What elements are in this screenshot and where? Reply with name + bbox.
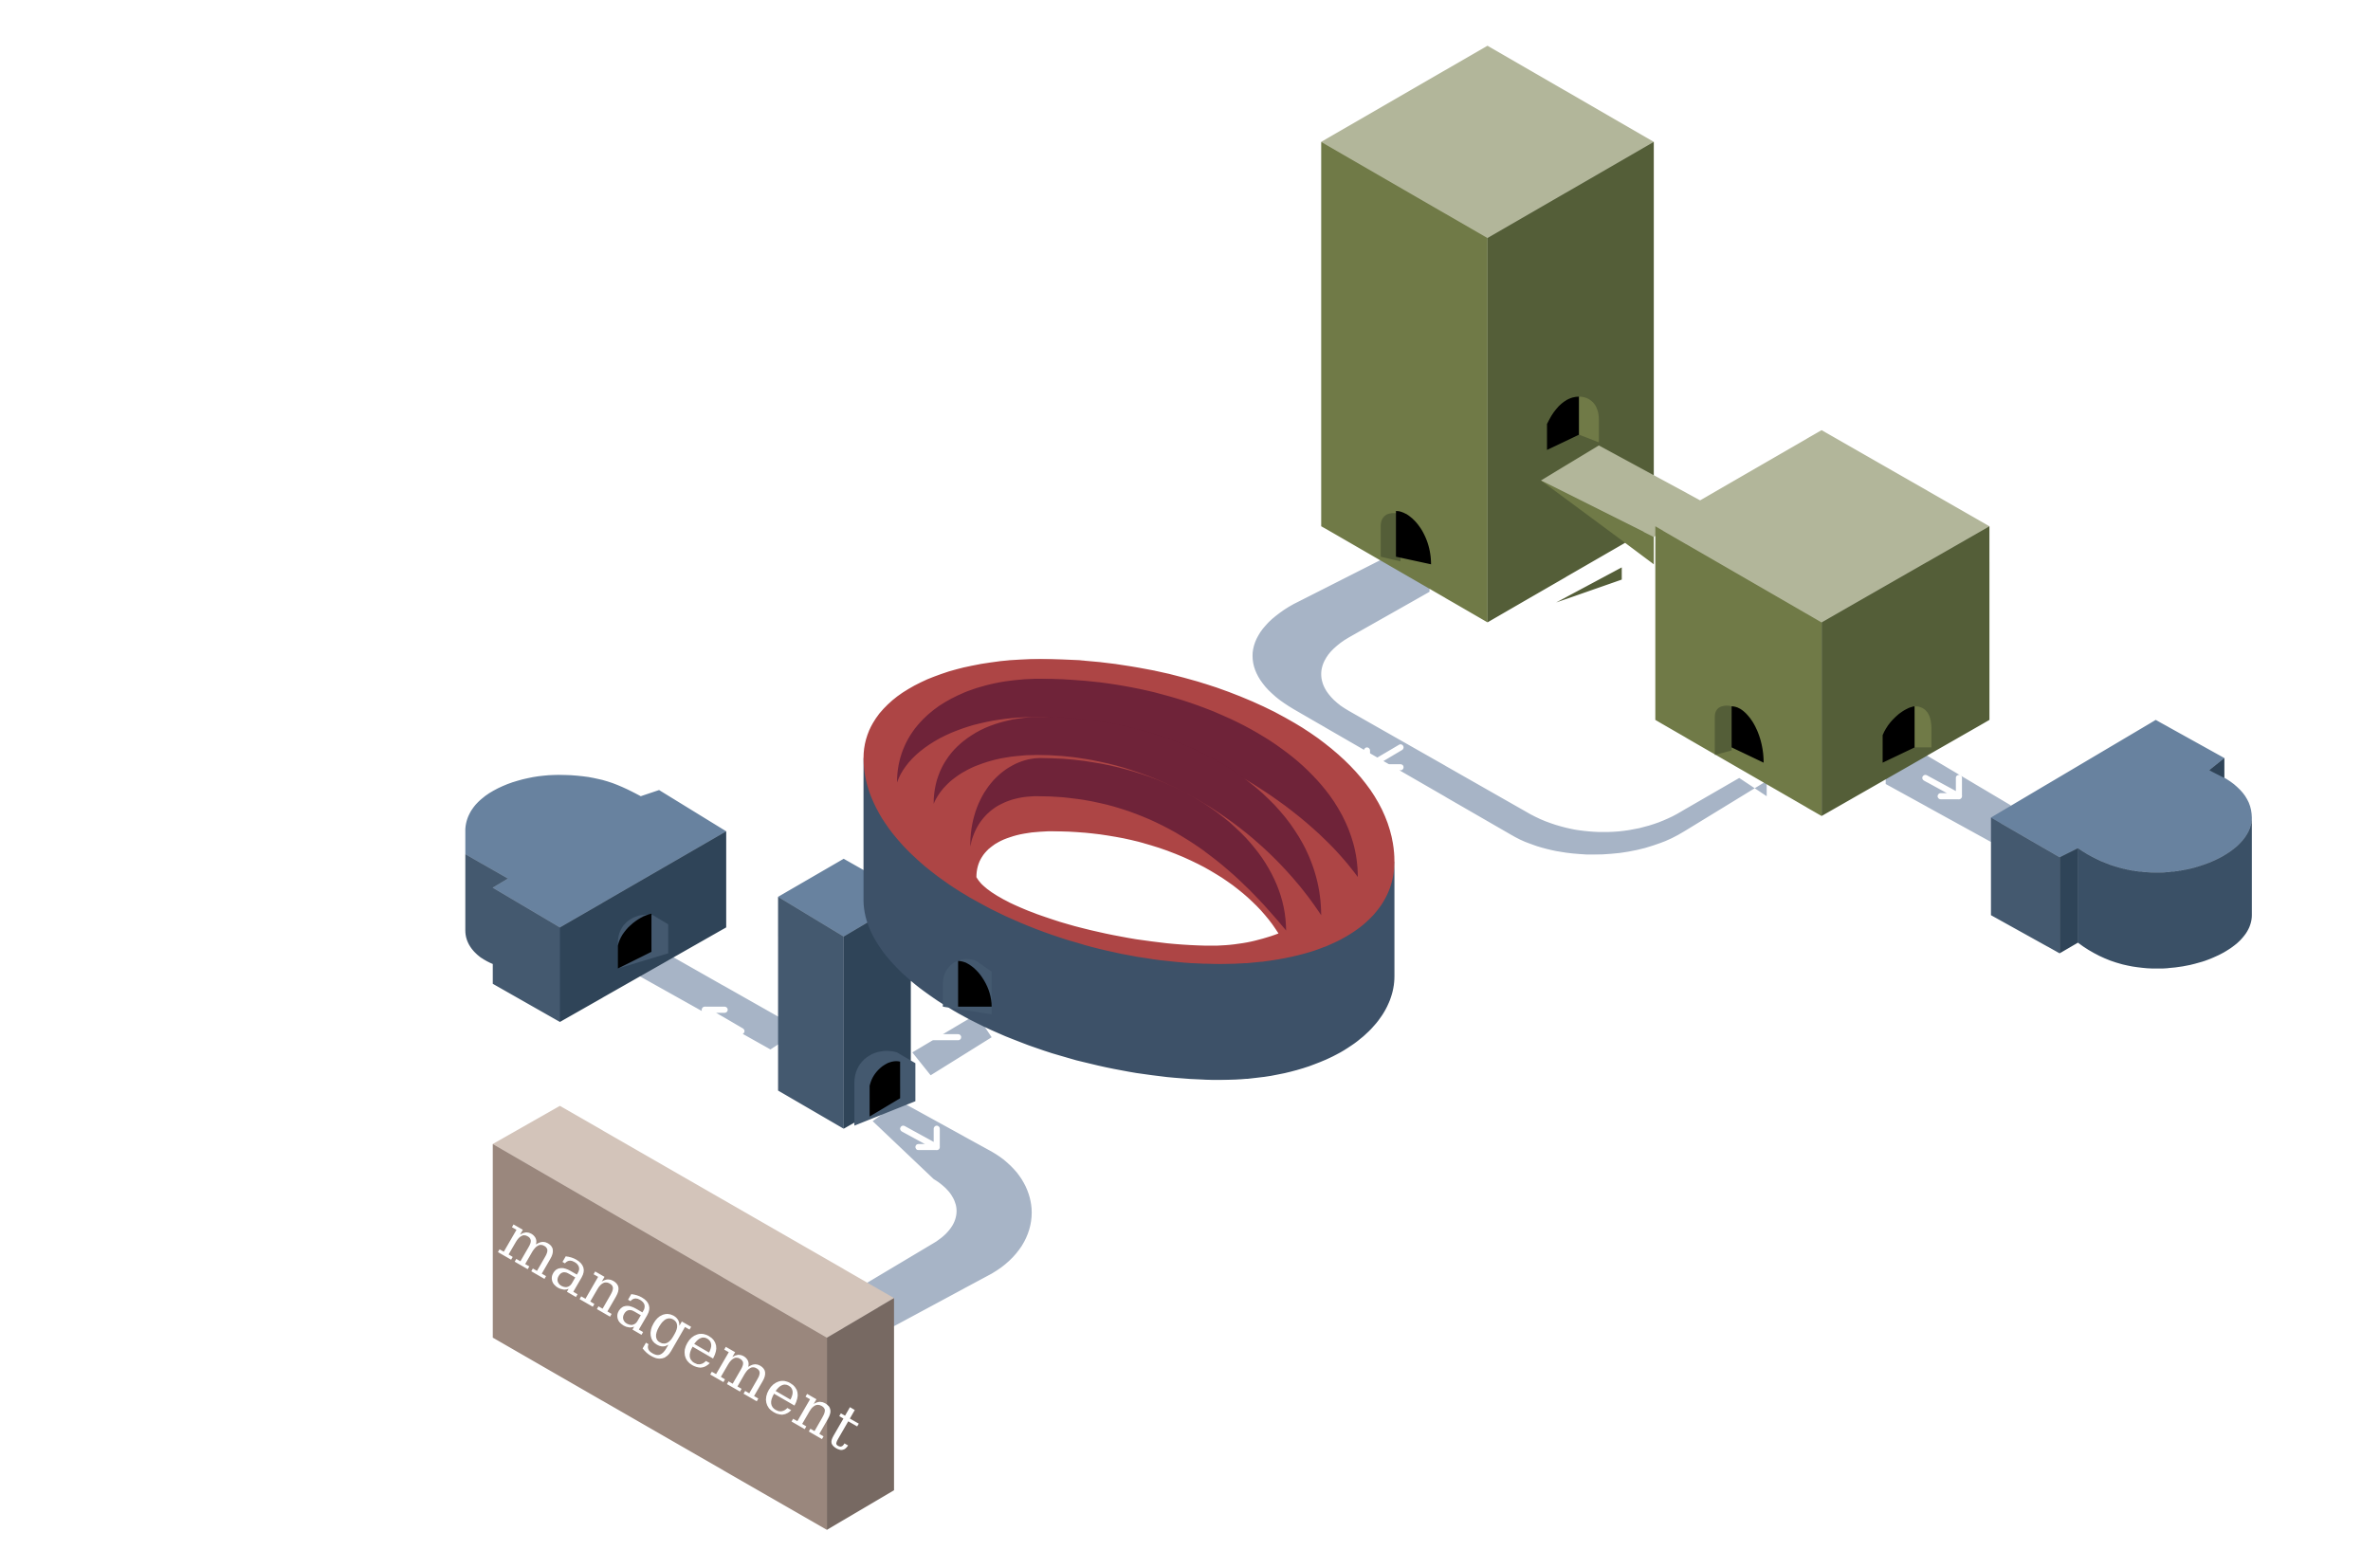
green-short-right-doorway-frame [1914, 705, 1931, 748]
doorway-icon [1882, 705, 1915, 763]
left-building-top [465, 775, 726, 928]
right-building-left-face [1990, 817, 2060, 954]
arrow-icon [1922, 775, 1963, 800]
doorway-icon [1547, 396, 1580, 450]
arena-tier-3 [970, 757, 1287, 931]
pipe-arena-segment [912, 1013, 992, 1076]
left-building-rounded-side [465, 830, 560, 1022]
left-blue-building [465, 775, 726, 1022]
arena [863, 659, 1395, 1081]
flow-arrows [702, 744, 1963, 1151]
management-box: management [488, 1105, 894, 1530]
right-building-top-notch [2208, 757, 2224, 778]
arena-tier-1 [897, 678, 1358, 878]
green-tower-upper-doorway-frame [1579, 396, 1600, 443]
doorway-icon [617, 913, 652, 969]
doorway-icon [1731, 705, 1764, 763]
arrow-icon [1364, 744, 1404, 771]
management-box-top [492, 1105, 894, 1339]
green-short-left-face [1655, 526, 1822, 816]
green-tower-doorway-frame [1381, 513, 1401, 562]
green-short-building [1541, 429, 1990, 816]
arrow-icon [900, 1125, 941, 1151]
arena-center [976, 830, 1279, 946]
pipe-left-segment [617, 945, 801, 1049]
doorway-icon [958, 960, 992, 1007]
green-tall-tower [1321, 46, 1655, 623]
right-building-notch [2060, 848, 2078, 954]
bridge-shadow [1556, 567, 1622, 603]
arena-tier-2 [933, 717, 1322, 916]
pipe-management-u [862, 1101, 1033, 1327]
doorway-icon [870, 1061, 901, 1117]
arrow-icon [702, 1006, 745, 1034]
doorway-icon [1396, 510, 1432, 565]
right-blue-building [1990, 720, 2252, 969]
arrow-icon [921, 1013, 961, 1041]
right-building-rounded-side [2078, 817, 2252, 969]
green-short-right-face [1822, 526, 1990, 816]
management-box-front [492, 1143, 828, 1530]
management-box-side [827, 1298, 894, 1530]
green-short-left-doorway-frame [1714, 705, 1732, 756]
blue-tower-left-face [778, 897, 844, 1129]
bridge-top [1541, 445, 1706, 538]
right-building-top [1990, 720, 2252, 873]
green-short-top [1655, 429, 1990, 623]
green-tower-left-face [1321, 141, 1488, 623]
